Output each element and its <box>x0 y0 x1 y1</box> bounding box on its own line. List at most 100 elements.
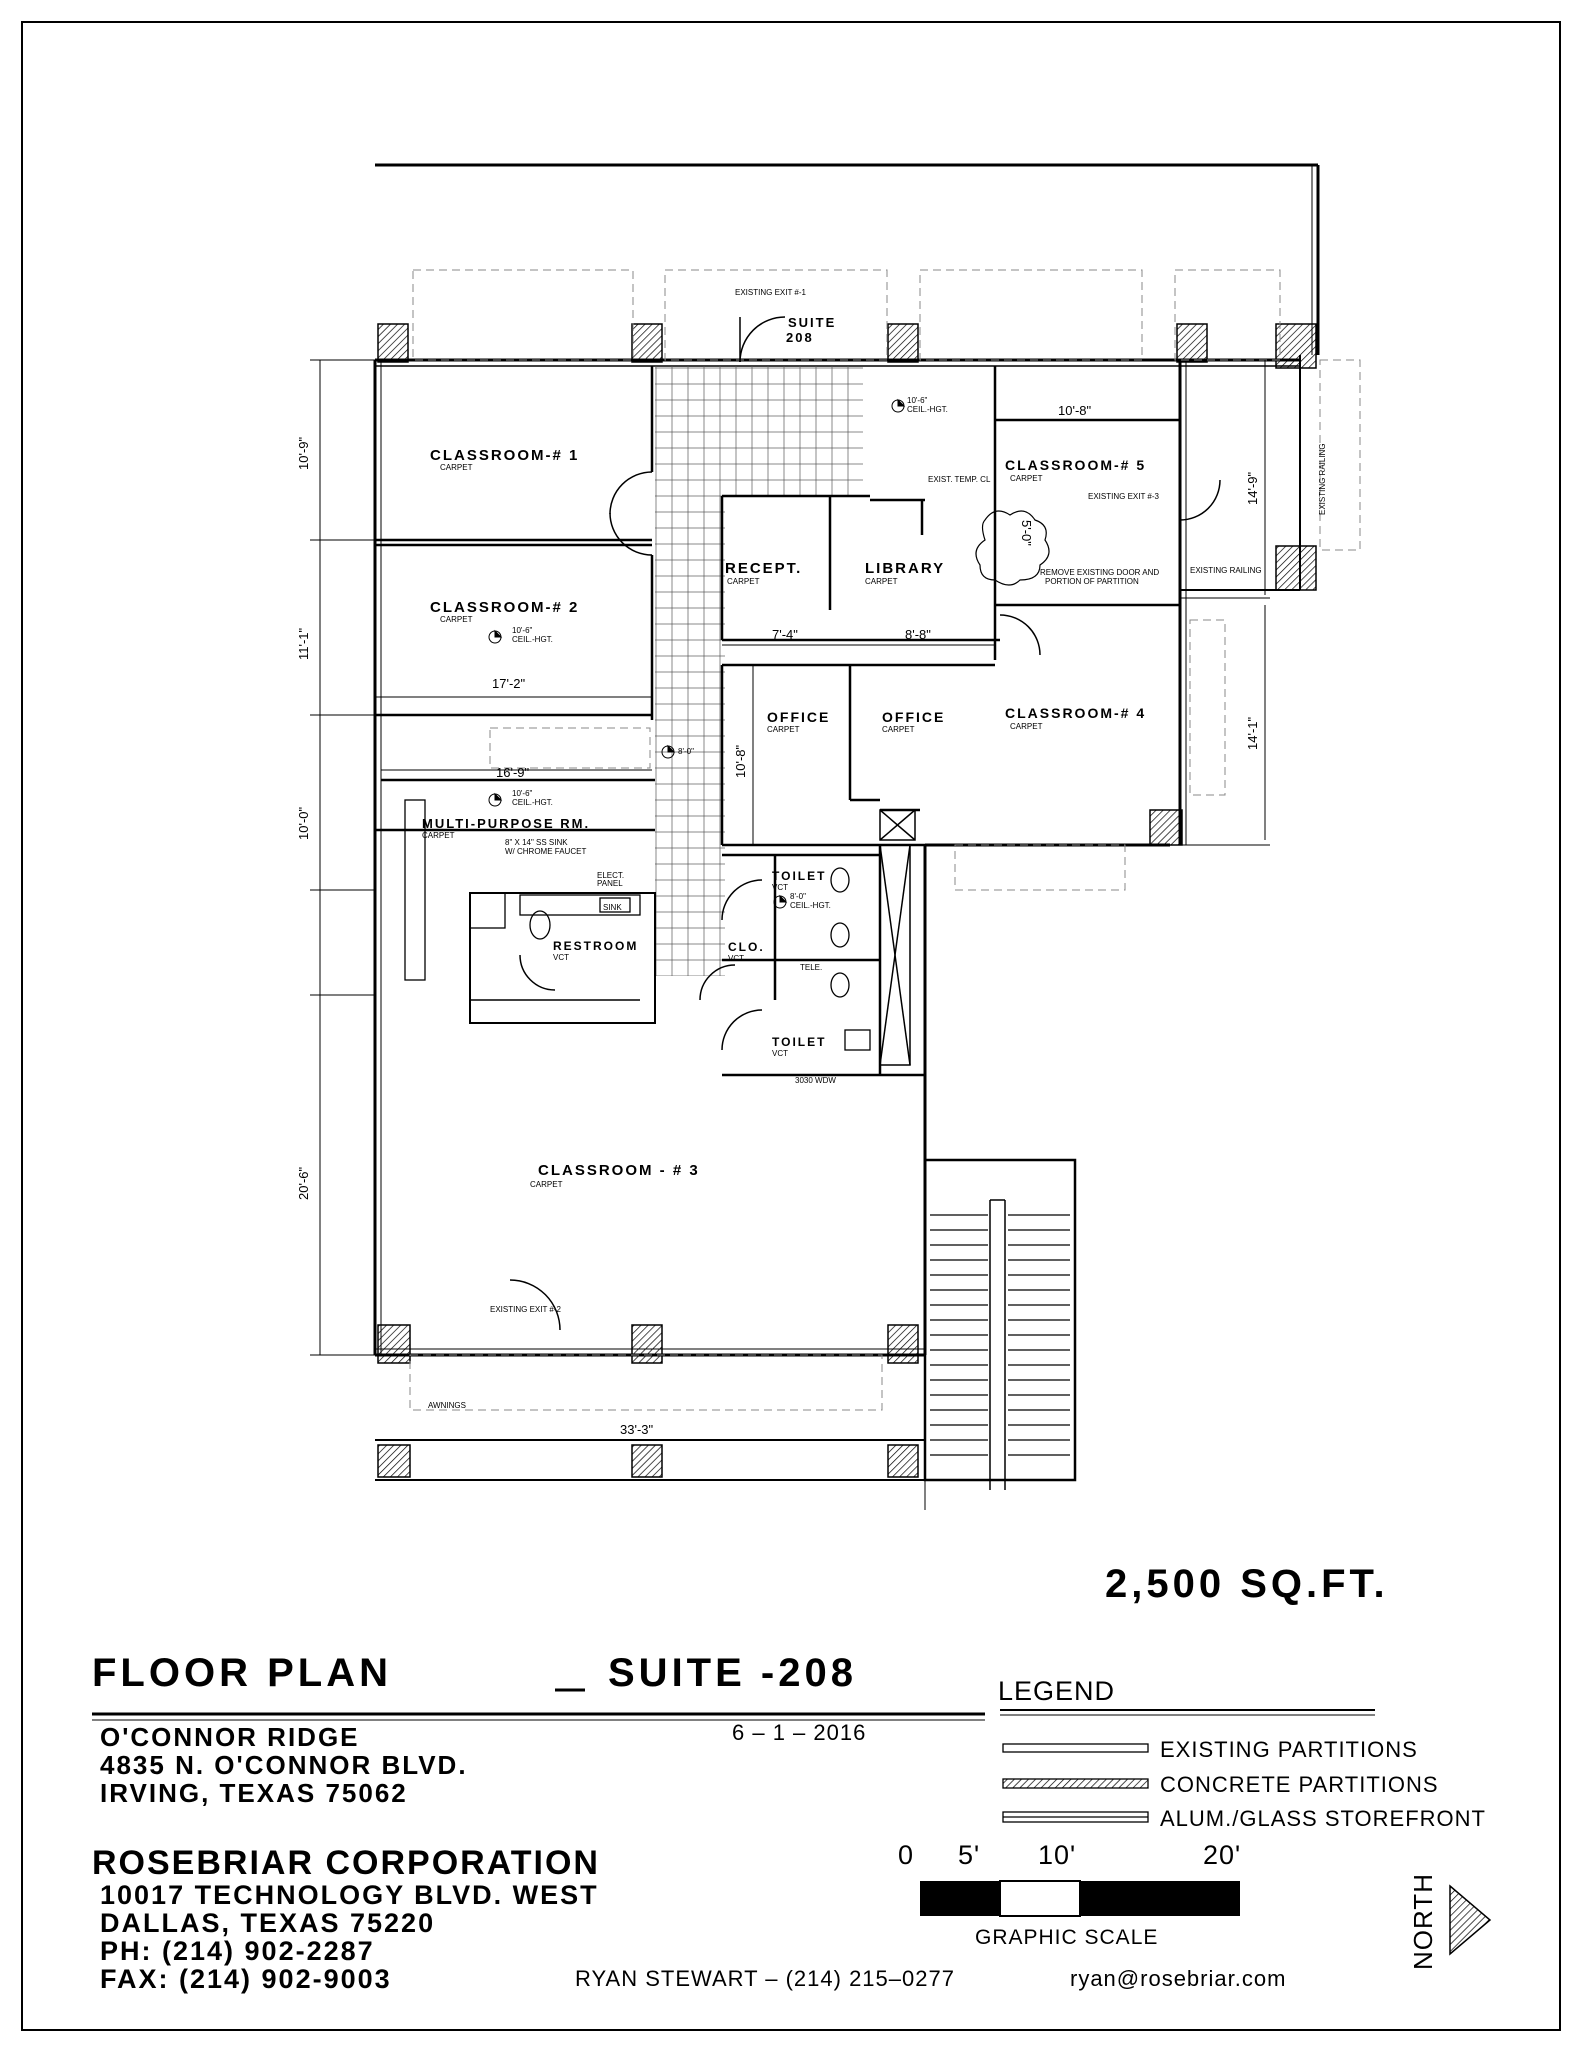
vct-note: VCT <box>772 1049 788 1058</box>
scale-caption: GRAPHIC SCALE <box>975 1926 1158 1949</box>
carpet-note: CARPET <box>530 1180 563 1189</box>
room-office-1: OFFICE <box>767 709 830 725</box>
ceiling-height-label: CEIL.-HGT. <box>512 798 553 807</box>
property-address: 4835 N. O'CONNOR BLVD. <box>100 1750 468 1780</box>
ceiling-height: 10'-6" <box>907 396 928 405</box>
ceiling-height: 8'-0" <box>790 892 806 901</box>
property-city: IRVING, TEXAS 75062 <box>100 1778 408 1808</box>
ceiling-height-label: CEIL.-HGT. <box>907 405 948 414</box>
ceiling-height: 10'-6" <box>512 789 533 798</box>
company-city: DALLAS, TEXAS 75220 <box>100 1908 435 1938</box>
ceiling-height-label: CEIL.-HGT. <box>790 901 831 910</box>
carpet-note: CARPET <box>440 615 473 624</box>
room-classroom-2: CLASSROOM-# 2 <box>430 599 579 616</box>
company-fax: FAX: (214) 902-9003 <box>100 1964 392 1994</box>
dimension-label: 8'-8" <box>905 627 931 642</box>
scale-label: 10' <box>1038 1840 1076 1870</box>
room-closet: CLO. <box>728 940 765 954</box>
contact-email: ryan@rosebriar.com <box>1070 1966 1286 1991</box>
stair-treads <box>930 1214 1070 1456</box>
elect-panel-note: ELECT. <box>597 871 624 880</box>
dimension-label: 14'-1" <box>1245 716 1260 750</box>
existing-exit-2: EXISTING EXIT #-2 <box>490 1305 562 1314</box>
elect-panel-note: PANEL <box>597 879 623 888</box>
plan-date: 6 – 1 – 2016 <box>732 1720 866 1745</box>
dimension-label: 17'-2" <box>492 676 526 691</box>
existing-temp-cl: EXIST. TEMP. CL <box>928 475 991 484</box>
ceiling-height: 8'-0" <box>678 747 694 756</box>
ceiling-height-label: CEIL.-HGT. <box>512 635 553 644</box>
remove-note-2: PORTION OF PARTITION <box>1045 577 1139 586</box>
carpet-note: CARPET <box>1010 722 1043 731</box>
fixtures <box>404 799 871 1051</box>
room-toilet-1: TOILET <box>772 869 826 883</box>
shaft <box>879 809 916 1066</box>
ceiling-target-icon <box>488 398 906 909</box>
company-name: ROSEBRIAR CORPORATION <box>92 1844 600 1882</box>
legend-item: EXISTING PARTITIONS <box>1160 1737 1418 1762</box>
scale-label: 0 <box>898 1840 914 1870</box>
dimension-label: 14'-9" <box>1245 471 1260 505</box>
existing-exit-1: EXISTING EXIT #-1 <box>735 288 807 297</box>
ceiling-height: 10'-6" <box>512 626 533 635</box>
carpet-note: CARPET <box>1010 474 1043 483</box>
room-classroom-4: CLASSROOM-# 4 <box>1005 705 1146 721</box>
legend-swatches <box>1002 1743 1149 1823</box>
title-suite: SUITE -208 <box>608 1651 857 1695</box>
revision-cloud <box>975 510 1050 586</box>
room-toilet-2: TOILET <box>772 1035 826 1049</box>
vct-note: VCT <box>772 883 788 892</box>
remove-note-1: REMOVE EXISTING DOOR AND <box>1040 568 1159 577</box>
carpet-note: CARPET <box>767 725 800 734</box>
dimension-lines <box>310 359 1266 1441</box>
dimension-label: 33'-3" <box>620 1422 654 1437</box>
dimension-label: 10'-8" <box>1058 403 1092 418</box>
room-library: LIBRARY <box>865 560 945 577</box>
window-note: 3030 WDW <box>795 1076 836 1085</box>
stairs <box>923 1158 1077 1490</box>
page-border <box>21 21 1561 2031</box>
dimension-label: 20'-6" <box>296 1166 311 1200</box>
doors <box>509 316 1221 1331</box>
room-office-2: OFFICE <box>882 709 945 725</box>
legend-title: LEGEND <box>998 1676 1115 1706</box>
north-arrow-icon <box>1449 1884 1492 1956</box>
tele-note: TELE. <box>800 963 822 972</box>
legend-item: ALUM./GLASS STOREFRONT <box>1160 1806 1486 1831</box>
dimension-label: 7'-4" <box>772 627 798 642</box>
dimension-label: 10'-0" <box>296 806 311 840</box>
carpet-note: CARPET <box>422 831 455 840</box>
existing-exit-3: EXISTING EXIT #-3 <box>1088 492 1160 501</box>
scale-label: 20' <box>1203 1840 1241 1870</box>
company-address: 10017 TECHNOLOGY BLVD. WEST <box>100 1880 599 1910</box>
room-reception: RECEPT. <box>725 560 802 577</box>
sink-note: 8" X 14" SS SINK <box>505 838 568 847</box>
legend-item: CONCRETE PARTITIONS <box>1160 1772 1439 1797</box>
existing-railing: EXISTING RAILING <box>1190 566 1262 575</box>
awnings-outline <box>409 269 1361 1411</box>
dimension-label: 16'-9" <box>496 765 530 780</box>
dimension-label: 10'-9" <box>296 436 311 470</box>
sink-label: SINK <box>603 903 622 912</box>
north-label: NORTH <box>1408 1873 1438 1970</box>
property-name: O'CONNOR RIDGE <box>100 1722 360 1752</box>
vct-note: VCT <box>553 953 569 962</box>
corridor-tile <box>655 366 863 496</box>
room-classroom-3: CLASSROOM - # 3 <box>538 1162 700 1179</box>
room-classroom-5: CLASSROOM-# 5 <box>1005 457 1146 473</box>
room-restroom: RESTROOM <box>553 939 638 953</box>
existing-railing-vertical: EXISTING RAILING <box>1318 443 1327 515</box>
dimension-label: 10'-8" <box>733 744 748 778</box>
dimension-label: 5'-0" <box>1019 520 1034 546</box>
columns <box>377 323 1317 1478</box>
corridor-tile <box>655 496 725 976</box>
sink-note: W/ CHROME FAUCET <box>505 847 586 856</box>
title-floor-plan: FLOOR PLAN <box>92 1651 392 1695</box>
scale-label: 5' <box>958 1840 980 1870</box>
company-phone: PH: (214) 902-2287 <box>100 1936 375 1966</box>
awnings-label: AWNINGS <box>428 1401 466 1410</box>
suite-number: 208 <box>786 330 814 345</box>
area-label: 2,500 SQ.FT. <box>1105 1562 1389 1606</box>
suite-label: SUITE <box>788 315 836 330</box>
